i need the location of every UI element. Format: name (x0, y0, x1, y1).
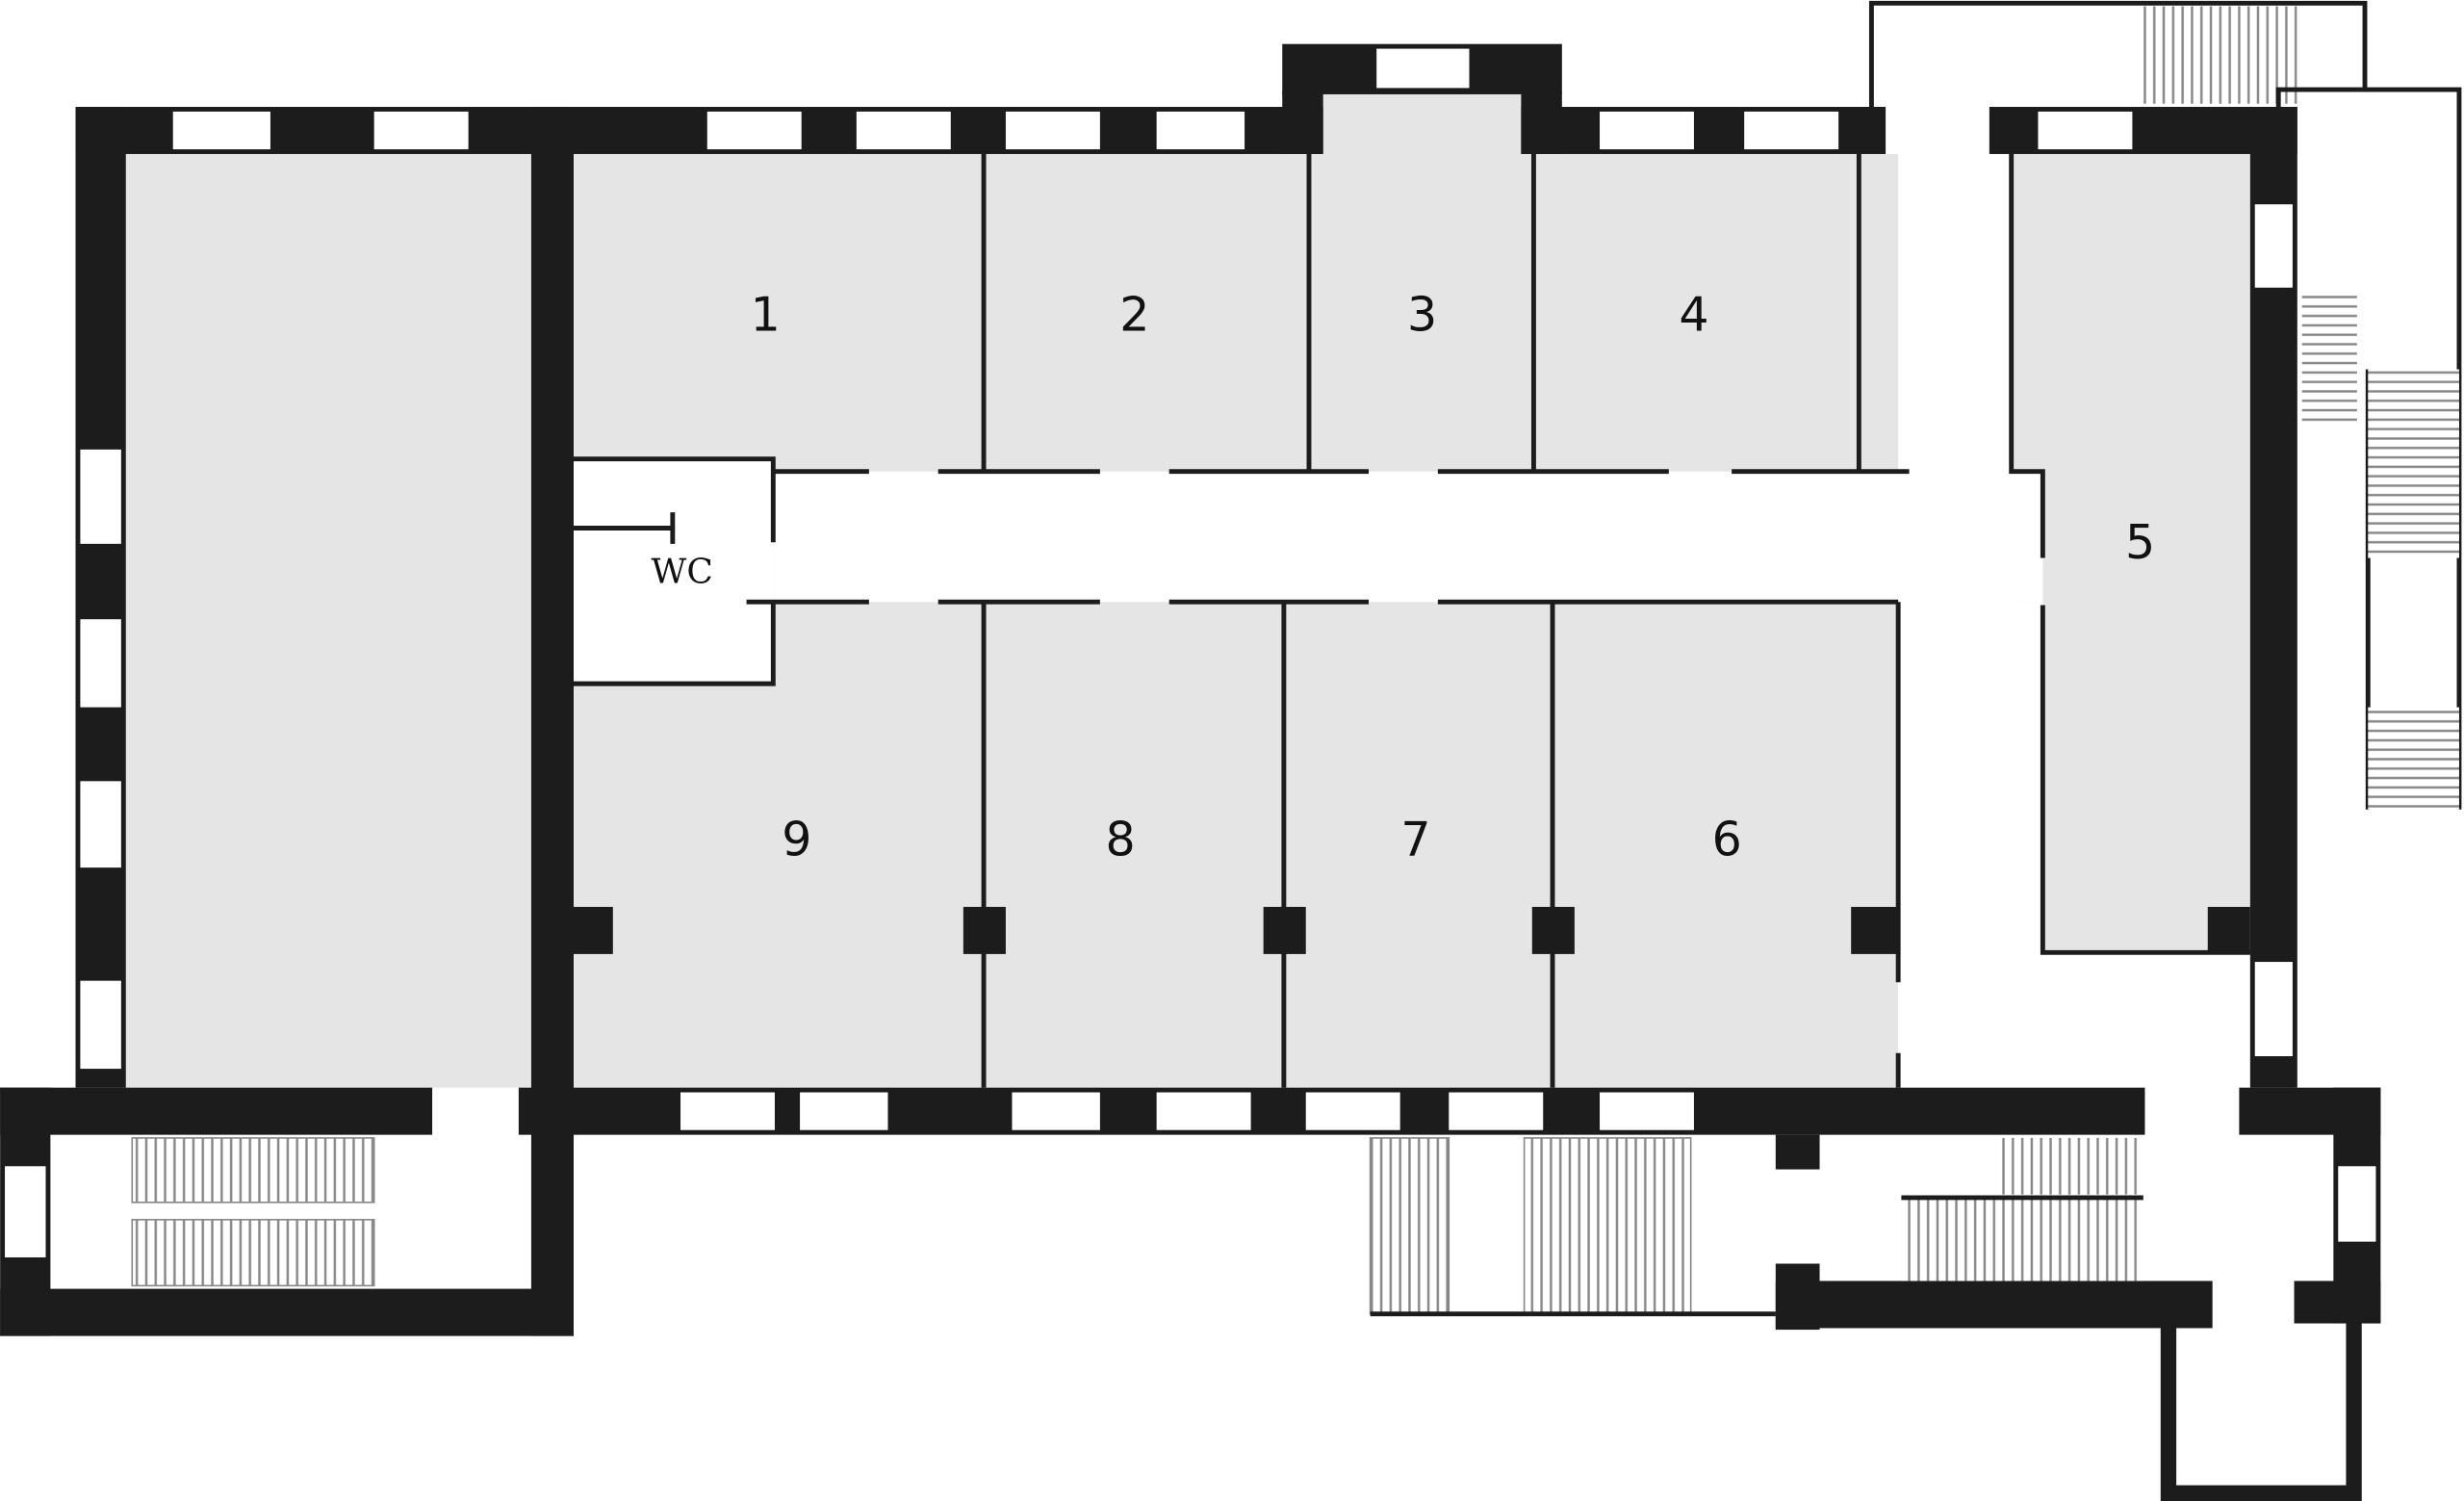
stairs (131, 0, 2462, 1501)
room-label-4: 4 (1679, 287, 1708, 342)
windows (5, 48, 2376, 1257)
room-label-9: 9 (782, 812, 811, 867)
room-label-7: 7 (1400, 812, 1430, 867)
corridor (773, 471, 2043, 603)
partitions (573, 153, 2250, 1088)
room-label-1: 1 (751, 287, 781, 342)
room-label-3: 3 (1407, 287, 1437, 342)
room-label-2: 2 (1119, 287, 1149, 342)
room-labels: 1 2 3 4 5 6 7 8 9 WC (651, 287, 2155, 867)
room-label-5: 5 (2125, 515, 2155, 570)
room-label-8: 8 (1106, 812, 1136, 867)
room-fills (125, 91, 2250, 1088)
wc-label: WC (651, 552, 712, 591)
wc-room (573, 458, 774, 685)
room-label-6: 6 (1712, 812, 1742, 867)
